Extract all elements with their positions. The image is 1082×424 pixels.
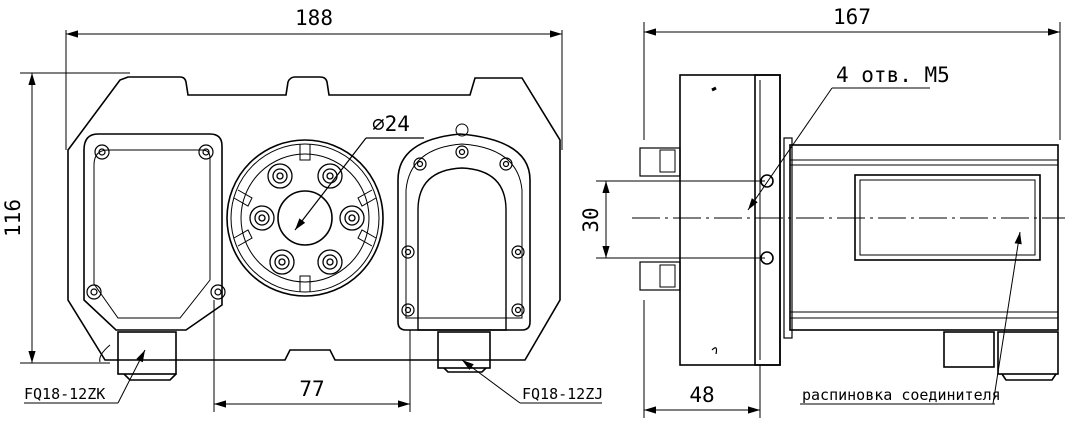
front-dimensions xyxy=(20,30,602,412)
pinout-note: распиновка соединителя xyxy=(802,386,1001,404)
left-connector-tip xyxy=(123,373,177,381)
side-window xyxy=(854,174,1041,261)
center-connector xyxy=(226,137,424,297)
front-view xyxy=(20,30,602,412)
side-length-dim: 167 xyxy=(833,5,871,29)
left-pocket-inner xyxy=(93,149,211,319)
hole-note: 4 отв. М5 xyxy=(836,63,950,87)
left-pocket-outer xyxy=(83,133,223,331)
front-housing-outline xyxy=(67,76,561,361)
side-motor-body xyxy=(789,144,1059,331)
side-ring xyxy=(754,74,781,366)
bore-diameter-dim: ∅24 xyxy=(372,112,410,136)
connector-spacing-dim: 77 xyxy=(299,377,324,401)
side-view xyxy=(596,22,1065,418)
left-screws xyxy=(86,144,226,300)
front-height-dim: 116 xyxy=(1,199,25,237)
front-width-dim: 188 xyxy=(295,6,333,30)
left-connector-label: FQ18-12ZK xyxy=(24,385,105,403)
right-connector-label: FQ18-12ZJ xyxy=(522,385,603,403)
left-cable xyxy=(99,344,111,363)
right-connector-housing xyxy=(397,123,531,373)
side-front-flange xyxy=(679,74,781,366)
hole-spacing-dim: 30 xyxy=(579,207,603,232)
side-dimensions xyxy=(596,22,1061,418)
flange-dim: 48 xyxy=(689,383,714,407)
left-connector-body xyxy=(117,331,177,375)
